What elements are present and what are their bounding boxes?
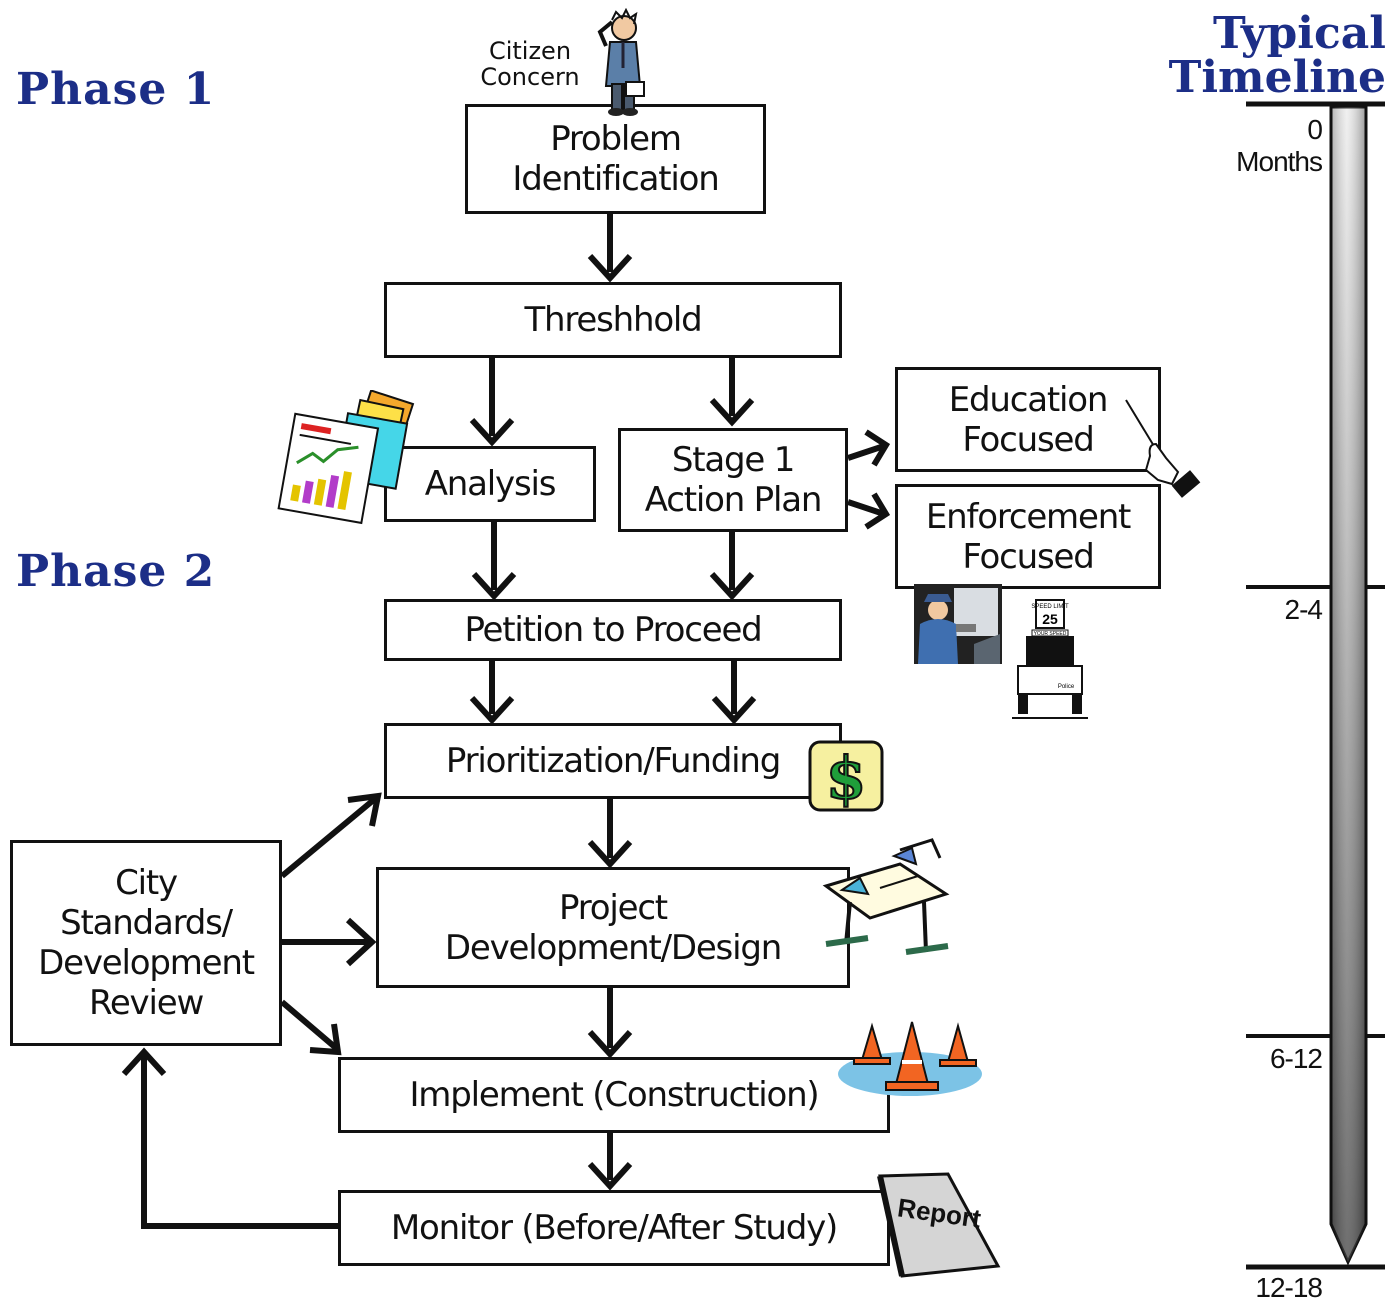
stage1-line2: Action Plan (644, 480, 823, 520)
arrow-city-implement (280, 999, 342, 1056)
enforcement-line1: Enforcement (925, 496, 1132, 537)
citizen-line1: Citizen (488, 37, 572, 65)
problem-identification-line1: Problem (550, 119, 682, 159)
timeline-title: Typical Timeline (1140, 12, 1386, 100)
arrow-stage1-enforcement (847, 492, 891, 530)
analysis-label: Analysis (424, 464, 557, 504)
speed-trailer-icon: SPEED LIMIT 25 YOUR SPEED Police (1012, 599, 1088, 719)
dollar-icon: $ (808, 740, 884, 813)
speed-sign-value: 25 (1042, 611, 1058, 627)
arrow-city-project (282, 917, 377, 967)
arrow-project-implement (587, 988, 633, 1059)
trailer-label: Police (1058, 684, 1075, 690)
arrow-petition-prioritization-right (711, 660, 757, 725)
project-line1: Project (559, 887, 668, 928)
arrow-monitor-city (121, 1047, 338, 1229)
svg-text:$: $ (826, 744, 866, 812)
threshhold-box: Threshhold (384, 282, 842, 358)
arrow-implement-monitor (587, 1133, 633, 1191)
phase-1-title: Phase 1 (16, 64, 216, 115)
city-line3: Development (38, 943, 255, 983)
arrow-prioritization-project (587, 798, 633, 869)
timeline-title-line2: Timeline (1168, 52, 1386, 103)
education-focused-box: Education Focused (895, 367, 1161, 472)
petition-box: Petition to Proceed (384, 599, 842, 661)
arrow-petition-prioritization-left (469, 660, 515, 725)
report-icon: Report (877, 1172, 1001, 1278)
city-line4: Review (88, 983, 204, 1023)
implement-label: Implement (Construction) (409, 1075, 819, 1115)
phase-2-title: Phase 2 (16, 546, 216, 597)
citizen-concern-label: Citizen Concern (468, 38, 592, 90)
speed-sign-bottom: YOUR SPEED (1034, 631, 1067, 637)
police-officer-icon (914, 584, 1002, 664)
citizen-line2: Concern (480, 63, 580, 91)
timeline-tick-2-4: 2-4 (1284, 594, 1323, 625)
timeline-tick-12-18: 12-18 (1255, 1272, 1323, 1303)
arrow-threshhold-analysis (469, 358, 515, 447)
education-line1: Education (948, 379, 1109, 420)
arrow-analysis-petition (471, 522, 517, 601)
stage1-action-plan-box: Stage 1 Action Plan (618, 428, 848, 532)
speed-sign-top: SPEED LIMIT (1031, 604, 1069, 610)
city-line1: City (115, 863, 178, 903)
timeline-tick-0-value: 0 (1307, 114, 1323, 145)
problem-identification-line2: Identification (512, 159, 719, 199)
implement-box: Implement (Construction) (338, 1057, 890, 1133)
pointer-hand-icon (1125, 399, 1201, 498)
city-standards-box: City Standards/ Development Review (10, 840, 282, 1046)
analysis-box: Analysis (384, 446, 596, 522)
timeline-tick-6-12: 6-12 (1269, 1043, 1323, 1074)
analysis-charts-icon (277, 390, 415, 525)
project-development-box: Project Development/Design (376, 867, 850, 988)
stage1-line1: Stage 1 (671, 440, 795, 480)
traffic-cones-icon (838, 1021, 982, 1096)
arrow-threshhold-stage1 (709, 358, 755, 427)
prioritization-funding-box: Prioritization/Funding (384, 723, 842, 799)
problem-identification-box: Problem Identification (465, 104, 766, 214)
timeline-bar (1246, 101, 1385, 1270)
monitor-label: Monitor (Before/After Study) (390, 1208, 838, 1248)
petition-label: Petition to Proceed (464, 610, 762, 650)
monitor-box: Monitor (Before/After Study) (338, 1190, 890, 1266)
arrow-stage1-petition (709, 532, 755, 601)
timeline-tick-0: 0 Months (1222, 114, 1323, 178)
city-line2: Standards/ (60, 903, 233, 943)
timeline-title-line1: Typical (1213, 8, 1386, 59)
project-line2: Development/Design (444, 927, 782, 968)
threshhold-label: Threshhold (524, 300, 702, 340)
timeline-tick-0-unit: Months (1236, 146, 1323, 177)
education-line2: Focused (962, 419, 1094, 460)
arrow-stage1-education (847, 429, 891, 467)
enforcement-line2: Focused (962, 536, 1094, 577)
drafting-table-icon (822, 838, 950, 955)
enforcement-focused-box: Enforcement Focused (895, 484, 1161, 589)
prioritization-label: Prioritization/Funding (445, 741, 781, 781)
citizen-figure-icon (597, 8, 645, 116)
arrow-city-prioritization (280, 792, 382, 879)
arrow-problem-threshhold (587, 214, 633, 283)
